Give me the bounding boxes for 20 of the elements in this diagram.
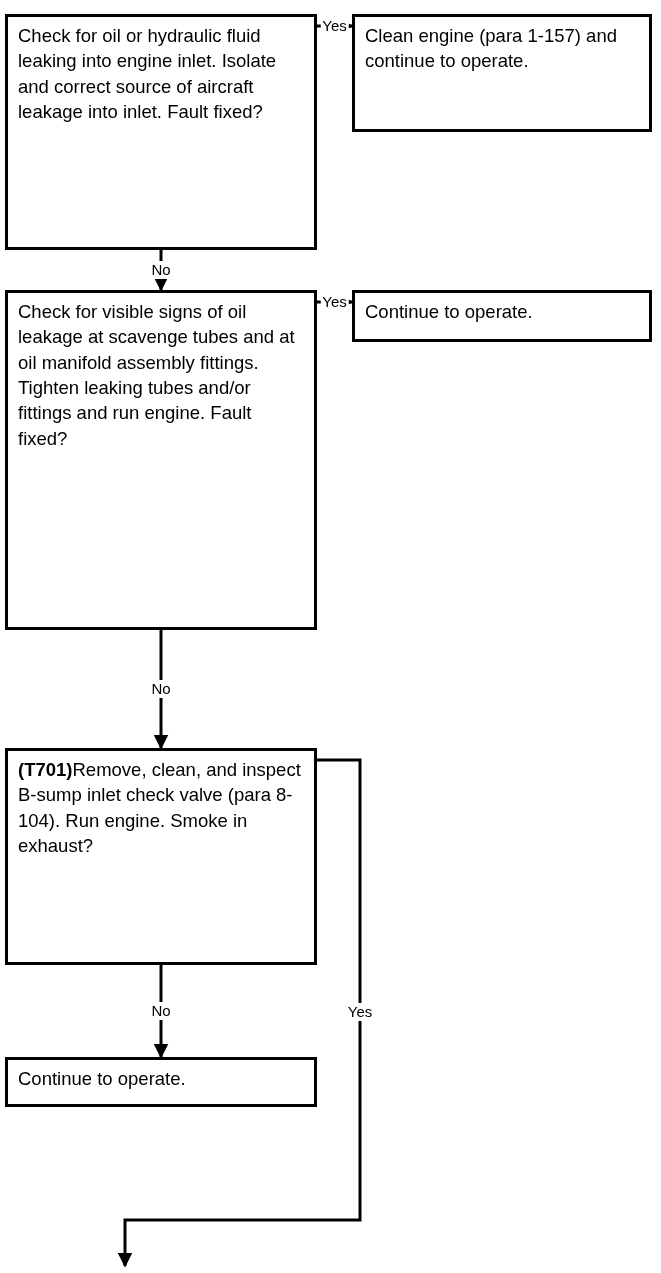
edge-label: No	[149, 261, 173, 279]
box-text: Check for visible signs of oil leakage at scavenge tubes and at oil manifold assembly fittings. Tighten leaking tubes and/or fittings and run engine. Fault fixed?	[18, 300, 296, 451]
arrow	[117, 758, 362, 1268]
process-box	[352, 14, 652, 132]
edge-label: No	[149, 1002, 173, 1020]
box-text: Continue to operate.	[365, 300, 534, 324]
edge-label: Yes	[345, 1003, 375, 1021]
edge-label: Yes	[320, 293, 349, 311]
process-box	[5, 748, 317, 965]
box-text: Clean engine (para 1-157) and continue to operate.	[365, 24, 618, 74]
process-box	[352, 290, 652, 342]
edge-label: Yes	[320, 17, 349, 35]
box-text: Check for oil or hydraulic fluid leaking into engine inlet. Isolate and correct source of aircraft leakage into inlet. Fault fixed?	[18, 24, 278, 125]
process-box	[5, 290, 317, 630]
arrow	[153, 630, 169, 750]
process-box	[5, 14, 317, 250]
box-text: Continue to operate.	[18, 1067, 187, 1091]
process-box	[5, 1057, 317, 1107]
box-text: (T701)Remove, clean, and inspect B-sump inlet check valve (para 8-104). Run engine. Smoke in exhaust?	[18, 758, 302, 859]
edge-label: No	[149, 680, 173, 698]
